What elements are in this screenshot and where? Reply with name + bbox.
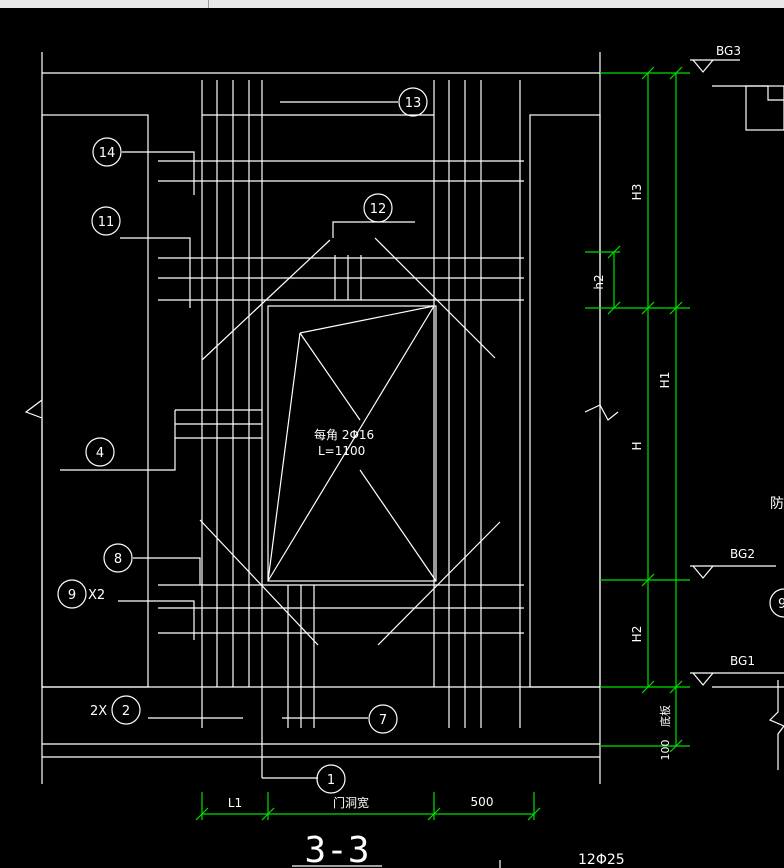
svg-text:1: 1 — [327, 773, 335, 788]
section-drawing: 13 14 11 12 4 8 9 X2 2X 2 — [24, 44, 784, 868]
right-edge-char: 防 — [770, 496, 784, 512]
upper-right-outline — [712, 85, 784, 101]
svg-text:BG2: BG2 — [730, 547, 755, 561]
bubble-1[interactable]: 1 — [316, 764, 346, 794]
toolbar-tab[interactable] — [0, 0, 209, 8]
svg-text:13: 13 — [405, 96, 422, 111]
dim-100: 100 — [659, 740, 672, 761]
svg-text:8: 8 — [114, 552, 122, 567]
dim-floor-thickness: 底板 — [658, 705, 672, 727]
diagonal-bars — [199, 237, 501, 646]
svg-text:14: 14 — [99, 146, 116, 161]
bubble-12[interactable]: 12 — [363, 193, 393, 223]
corner-rebar-note-line2: L=1100 — [318, 444, 365, 458]
bubble-14[interactable]: 14 — [92, 137, 122, 167]
bubble-4[interactable]: 4 — [85, 437, 115, 467]
bubble-9[interactable]: 9 — [57, 579, 87, 609]
top-toolbar-strip — [0, 0, 784, 8]
bubble-2[interactable]: 2 — [111, 695, 141, 725]
multiplier-2x-label: 2X — [90, 704, 107, 719]
dim-500: 500 — [471, 795, 494, 809]
bubble-11[interactable]: 11 — [91, 206, 121, 236]
dim-h2-small: h2 — [592, 274, 606, 289]
bubble-7[interactable]: 7 — [368, 704, 398, 734]
dim-l1: L1 — [228, 796, 242, 810]
dim-h: H — [630, 441, 644, 450]
elevation-mark-bg3: BG3 — [690, 44, 741, 73]
elevation-mark-bg2: BG2 — [690, 547, 776, 579]
dim-h1: H1 — [658, 372, 672, 389]
right-break-line — [768, 680, 784, 770]
rebar-note-12-phi-25: 12Φ25 — [578, 852, 625, 868]
svg-text:12: 12 — [370, 202, 387, 217]
break-mark-left — [24, 399, 43, 424]
dim-h3: H3 — [630, 184, 644, 201]
section-title: 3-3 — [304, 830, 369, 868]
svg-text:9: 9 — [68, 588, 76, 603]
right-wall-block — [529, 114, 601, 688]
multiplier-x2-label: X2 — [88, 588, 105, 603]
upper-right-box — [745, 85, 784, 131]
horizontal-rebar-group — [158, 114, 524, 634]
break-mark-right — [584, 404, 619, 421]
svg-text:4: 4 — [96, 446, 104, 461]
bubble-13[interactable]: 13 — [398, 87, 428, 117]
svg-text:BG3: BG3 — [716, 44, 741, 58]
svg-text:9: 9 — [778, 597, 784, 612]
svg-text:BG1: BG1 — [730, 654, 755, 668]
svg-text:2: 2 — [122, 704, 130, 719]
vertical-dimension-chain — [585, 66, 690, 753]
horizontal-dimension-chain — [195, 792, 541, 821]
corner-rebar-note-line1: 每角 2Φ16 — [314, 427, 374, 442]
dim-door-width: 门洞宽 — [333, 795, 369, 810]
svg-text:11: 11 — [98, 215, 115, 230]
bubble-9-right-edge[interactable]: 9 — [769, 588, 784, 618]
bubble-8[interactable]: 8 — [103, 543, 133, 573]
door-opening — [267, 305, 437, 582]
elevation-mark-bg1: BG1 — [690, 654, 784, 686]
dim-h2: H2 — [630, 626, 644, 643]
svg-text:7: 7 — [379, 713, 387, 728]
leader-lines — [60, 101, 415, 779]
